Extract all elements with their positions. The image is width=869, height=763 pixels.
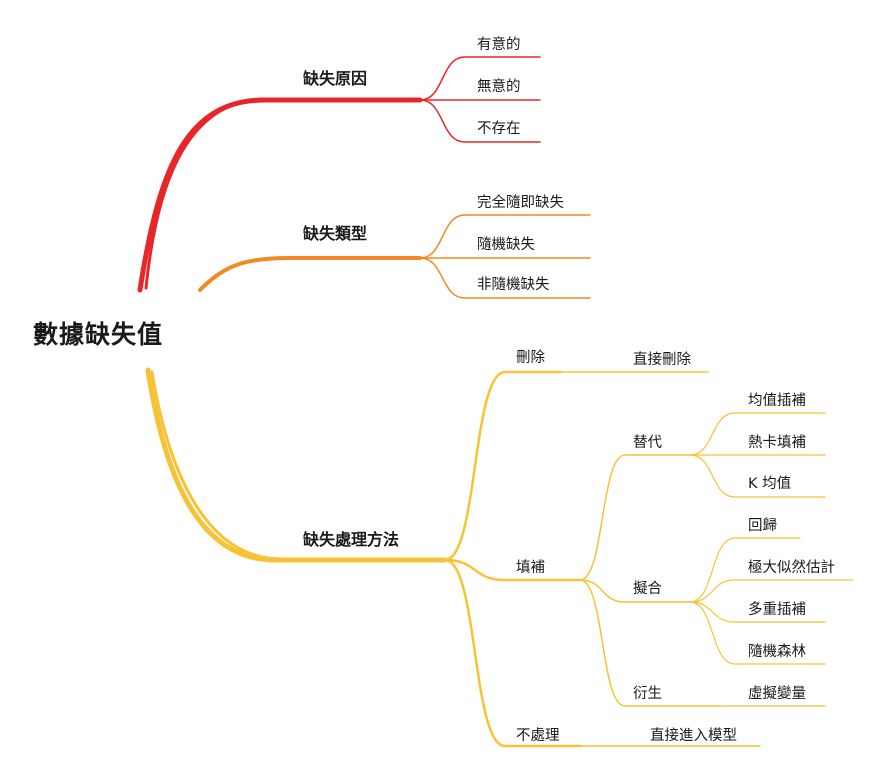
node-regression[interactable]: 回歸 (748, 518, 777, 534)
connector-yellow-impute (443, 558, 582, 582)
connector-regression (689, 537, 801, 603)
connector-root-red-inner (144, 97, 267, 290)
connector-fit (579, 579, 691, 603)
node-mcar[interactable]: 完全隨即缺失 (477, 195, 564, 211)
node-mar[interactable]: 隨機缺失 (477, 237, 535, 253)
node-k-means[interactable]: K 均值 (748, 476, 792, 492)
node-no-handling[interactable]: 不處理 (516, 728, 560, 744)
node-max-likelihood[interactable]: 極大似然估計 (748, 560, 835, 576)
connector-orange-3 (419, 257, 591, 299)
node-direct-delete[interactable]: 直接刪除 (633, 352, 691, 368)
node-substitute[interactable]: 替代 (633, 435, 662, 451)
connector-mle (689, 579, 854, 603)
node-random-forest[interactable]: 隨機森林 (748, 644, 806, 660)
node-fit[interactable]: 擬合 (633, 581, 662, 597)
node-multiple-imputation[interactable]: 多重插補 (748, 602, 806, 618)
node-nonexistent[interactable]: 不存在 (477, 121, 521, 137)
node-impute[interactable]: 填補 (516, 560, 545, 576)
connector-substitute (579, 454, 691, 581)
connector-yellow-delete (443, 370, 562, 562)
node-mean-imputation[interactable]: 均值插補 (748, 393, 806, 409)
node-intentional[interactable]: 有意的 (477, 37, 521, 53)
connector-red-1 (419, 56, 541, 101)
node-handling-methods[interactable]: 缺失處理方法 (303, 530, 400, 549)
connector-root-orange (198, 256, 422, 292)
node-direct-to-model[interactable]: 直接進入模型 (650, 728, 737, 744)
connector-randomforest (689, 601, 826, 665)
connector-root-yellow (145, 367, 448, 563)
node-unintentional[interactable]: 無意的 (477, 79, 521, 95)
node-missing-types[interactable]: 缺失類型 (303, 224, 368, 243)
node-mnar[interactable]: 非隨機缺失 (477, 277, 550, 293)
connector-red-3 (419, 99, 541, 143)
node-derive[interactable]: 衍生 (633, 686, 662, 702)
connector-multiple (689, 601, 826, 623)
connector-mean (689, 412, 826, 456)
connector-root-yellow-inner (150, 370, 282, 561)
node-delete[interactable]: 刪除 (516, 350, 545, 366)
connector-root-red (137, 97, 423, 293)
connector-derive (579, 579, 721, 707)
node-hot-deck[interactable]: 熱卡填補 (748, 435, 806, 451)
root-node[interactable]: 數據缺失值 (33, 320, 164, 349)
node-dummy-variable[interactable]: 虛擬變量 (748, 686, 806, 702)
node-missing-causes[interactable]: 缺失原因 (303, 69, 368, 88)
connector-kmeans (689, 454, 826, 498)
connector-yellow-nohandle (443, 558, 582, 748)
connector-orange-1 (419, 214, 591, 259)
